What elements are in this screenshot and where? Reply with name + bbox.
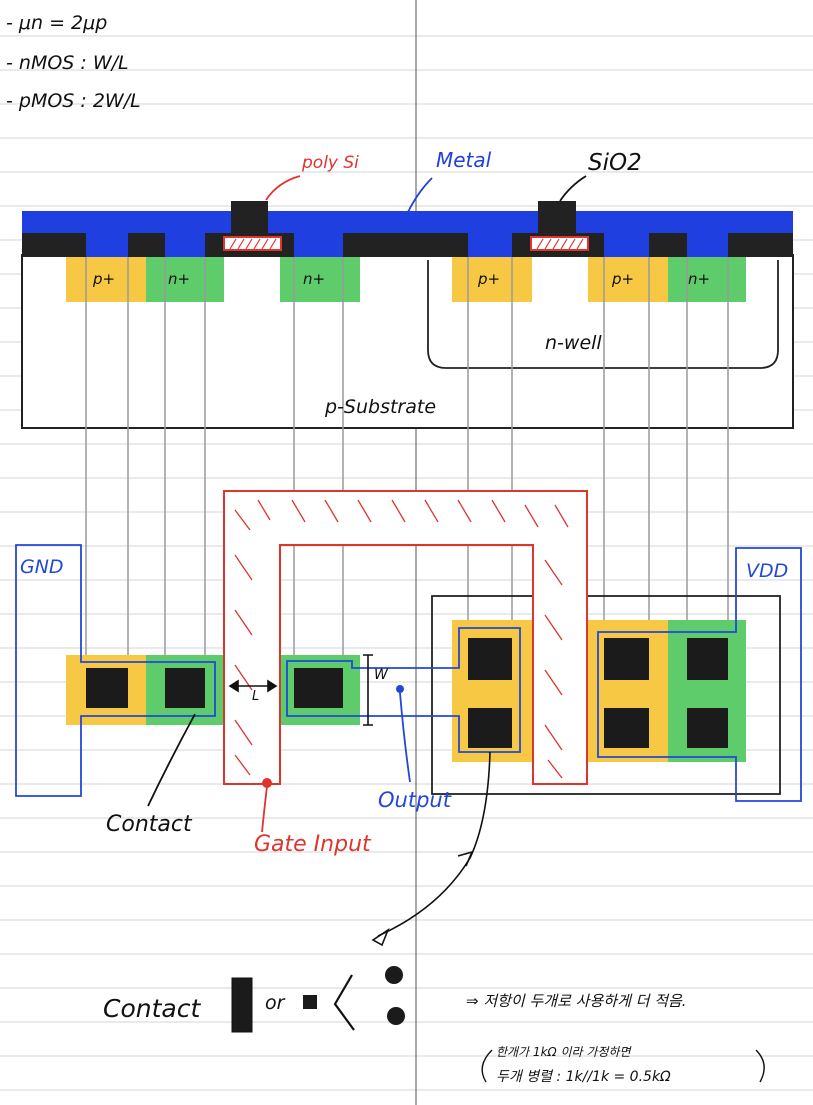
note-pmos: - pMOS : 2W/L: [6, 90, 141, 112]
contact: [86, 668, 128, 708]
note-mobility: - μn = 2μp: [6, 12, 108, 34]
contact-word: Contact: [103, 994, 201, 1023]
layout-view: [15, 490, 802, 1083]
sio2-label: SiO2: [588, 150, 642, 176]
vdd-wire: [597, 547, 802, 802]
contact-dot-icon: [387, 1007, 405, 1025]
poly-gates: [223, 236, 589, 251]
assumption-note: 한개가 1kΩ 이라 가정하면: [496, 1045, 631, 1059]
contact-dot-icon: [385, 966, 403, 984]
nwell-label: n-well: [545, 332, 602, 354]
paren-right: [755, 1049, 765, 1083]
n-plus-label: n+: [303, 270, 326, 288]
p-plus-region: [452, 257, 532, 302]
gate-dot: [262, 778, 272, 788]
contact: [604, 638, 649, 680]
note-nmos: - nMOS : W/L: [6, 52, 129, 74]
metal-layer: [22, 211, 793, 235]
substrate-label: p-Substrate: [325, 396, 437, 418]
p-plus-label: p+: [93, 270, 116, 288]
poly-si-label: poly Si: [302, 153, 359, 173]
small-contact-icon: [303, 995, 317, 1009]
vdd-label: VDD: [746, 560, 789, 582]
metal-label: Metal: [436, 148, 492, 172]
contact: [468, 708, 512, 748]
oxide-pointer: [559, 175, 587, 202]
big-contact-icon: [231, 977, 253, 1033]
p-plus-region: [588, 257, 668, 302]
p-plus-region: [66, 257, 146, 302]
gnd-wire: [15, 544, 216, 797]
output-wire: [286, 627, 521, 753]
metal-wires: [15, 544, 802, 802]
contact: [165, 668, 205, 708]
ruled-lines: [0, 35, 813, 1091]
poly-hatching: [234, 499, 569, 779]
n-plus-region: [668, 257, 746, 302]
p-plus-label: p+: [478, 270, 501, 288]
branch-icon: [333, 974, 355, 1031]
poly-gate: [223, 490, 588, 785]
nwell-outline: [431, 595, 781, 795]
projection-lines: [85, 257, 729, 668]
length-label: L: [252, 689, 260, 704]
contact-pointer: [147, 713, 196, 807]
dimension-markers: [228, 654, 373, 726]
n-plus-label: n+: [688, 270, 711, 288]
width-label: W: [374, 667, 388, 683]
gate-pointer: [261, 785, 268, 833]
or-word: or: [265, 992, 285, 1014]
output-label: Output: [378, 788, 451, 812]
diffusions: [66, 257, 746, 302]
zoom-arrow: [377, 751, 491, 937]
output-pointer: [399, 692, 411, 783]
p-plus-label: p+: [612, 270, 635, 288]
metal-pointer: [407, 177, 433, 213]
contact-label: Contact: [106, 812, 192, 837]
cross-section: [21, 175, 794, 429]
gnd-label: GND: [20, 556, 64, 578]
poly-pointer: [265, 175, 301, 201]
n-plus-label: n+: [168, 270, 191, 288]
n-well: [427, 260, 779, 369]
contact: [687, 708, 728, 748]
resistance-note: ⇒ 저항이 두개로 사용하게 더 적음.: [466, 992, 687, 1010]
parallel-note: 두개 병렬 : 1k//1k = 0.5kΩ: [496, 1069, 671, 1085]
contact: [687, 638, 728, 680]
contact: [604, 708, 649, 748]
contacts: [86, 638, 728, 748]
contact: [468, 638, 512, 680]
n-plus-region: [146, 257, 224, 302]
contact: [294, 668, 343, 708]
gate-input-label: Gate Input: [254, 832, 371, 857]
output-dot: [396, 685, 404, 693]
paren-left: [481, 1049, 493, 1083]
